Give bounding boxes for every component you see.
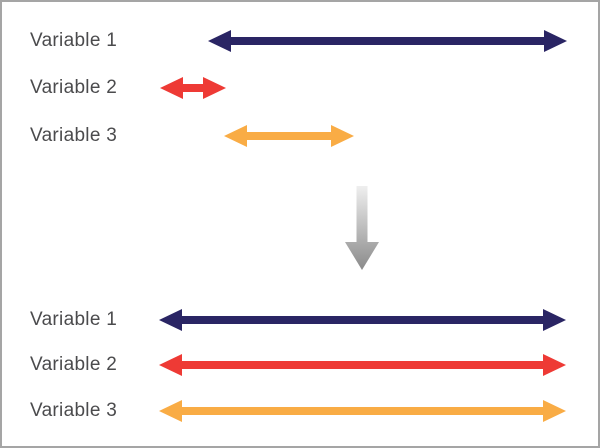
variable-label: Variable 1 (30, 30, 118, 51)
arrow-shaft (183, 84, 203, 92)
range-arrow (208, 30, 567, 52)
range-arrow (224, 125, 354, 147)
arrow-right-head-icon (331, 125, 354, 147)
arrow-shaft (182, 361, 543, 369)
arrow-shaft (182, 407, 543, 415)
range-arrow (159, 354, 566, 376)
arrow-left-head-icon (159, 309, 182, 331)
variable-label: Variable 1 (30, 309, 118, 330)
arrow-left-head-icon (160, 77, 183, 99)
arrow-right-head-icon (543, 309, 566, 331)
arrow-shaft (182, 316, 543, 324)
arrow-left-head-icon (224, 125, 247, 147)
variable-row: Variable 2 (2, 350, 598, 380)
variable-row: Variable 2 (2, 73, 598, 103)
variable-label: Variable 3 (30, 400, 118, 421)
arrow-right-head-icon (543, 400, 566, 422)
arrow-right-head-icon (544, 30, 567, 52)
variable-label: Variable 3 (30, 125, 118, 146)
arrow-left-head-icon (159, 354, 182, 376)
variable-label: Variable 2 (30, 77, 118, 98)
variable-row: Variable 1 (2, 26, 598, 56)
arrow-right-head-icon (543, 354, 566, 376)
range-arrow (160, 77, 226, 99)
arrow-right-head-icon (203, 77, 226, 99)
range-arrow (159, 400, 566, 422)
variable-label: Variable 2 (30, 354, 118, 375)
arrow-left-head-icon (159, 400, 182, 422)
arrow-left-head-icon (208, 30, 231, 52)
arrow-shaft (247, 132, 331, 140)
variable-row: Variable 3 (2, 396, 598, 426)
variable-row: Variable 3 (2, 121, 598, 151)
arrow-shaft (231, 37, 544, 45)
down-arrow-icon (344, 186, 380, 275)
range-arrow (159, 309, 566, 331)
variable-row: Variable 1 (2, 305, 598, 335)
